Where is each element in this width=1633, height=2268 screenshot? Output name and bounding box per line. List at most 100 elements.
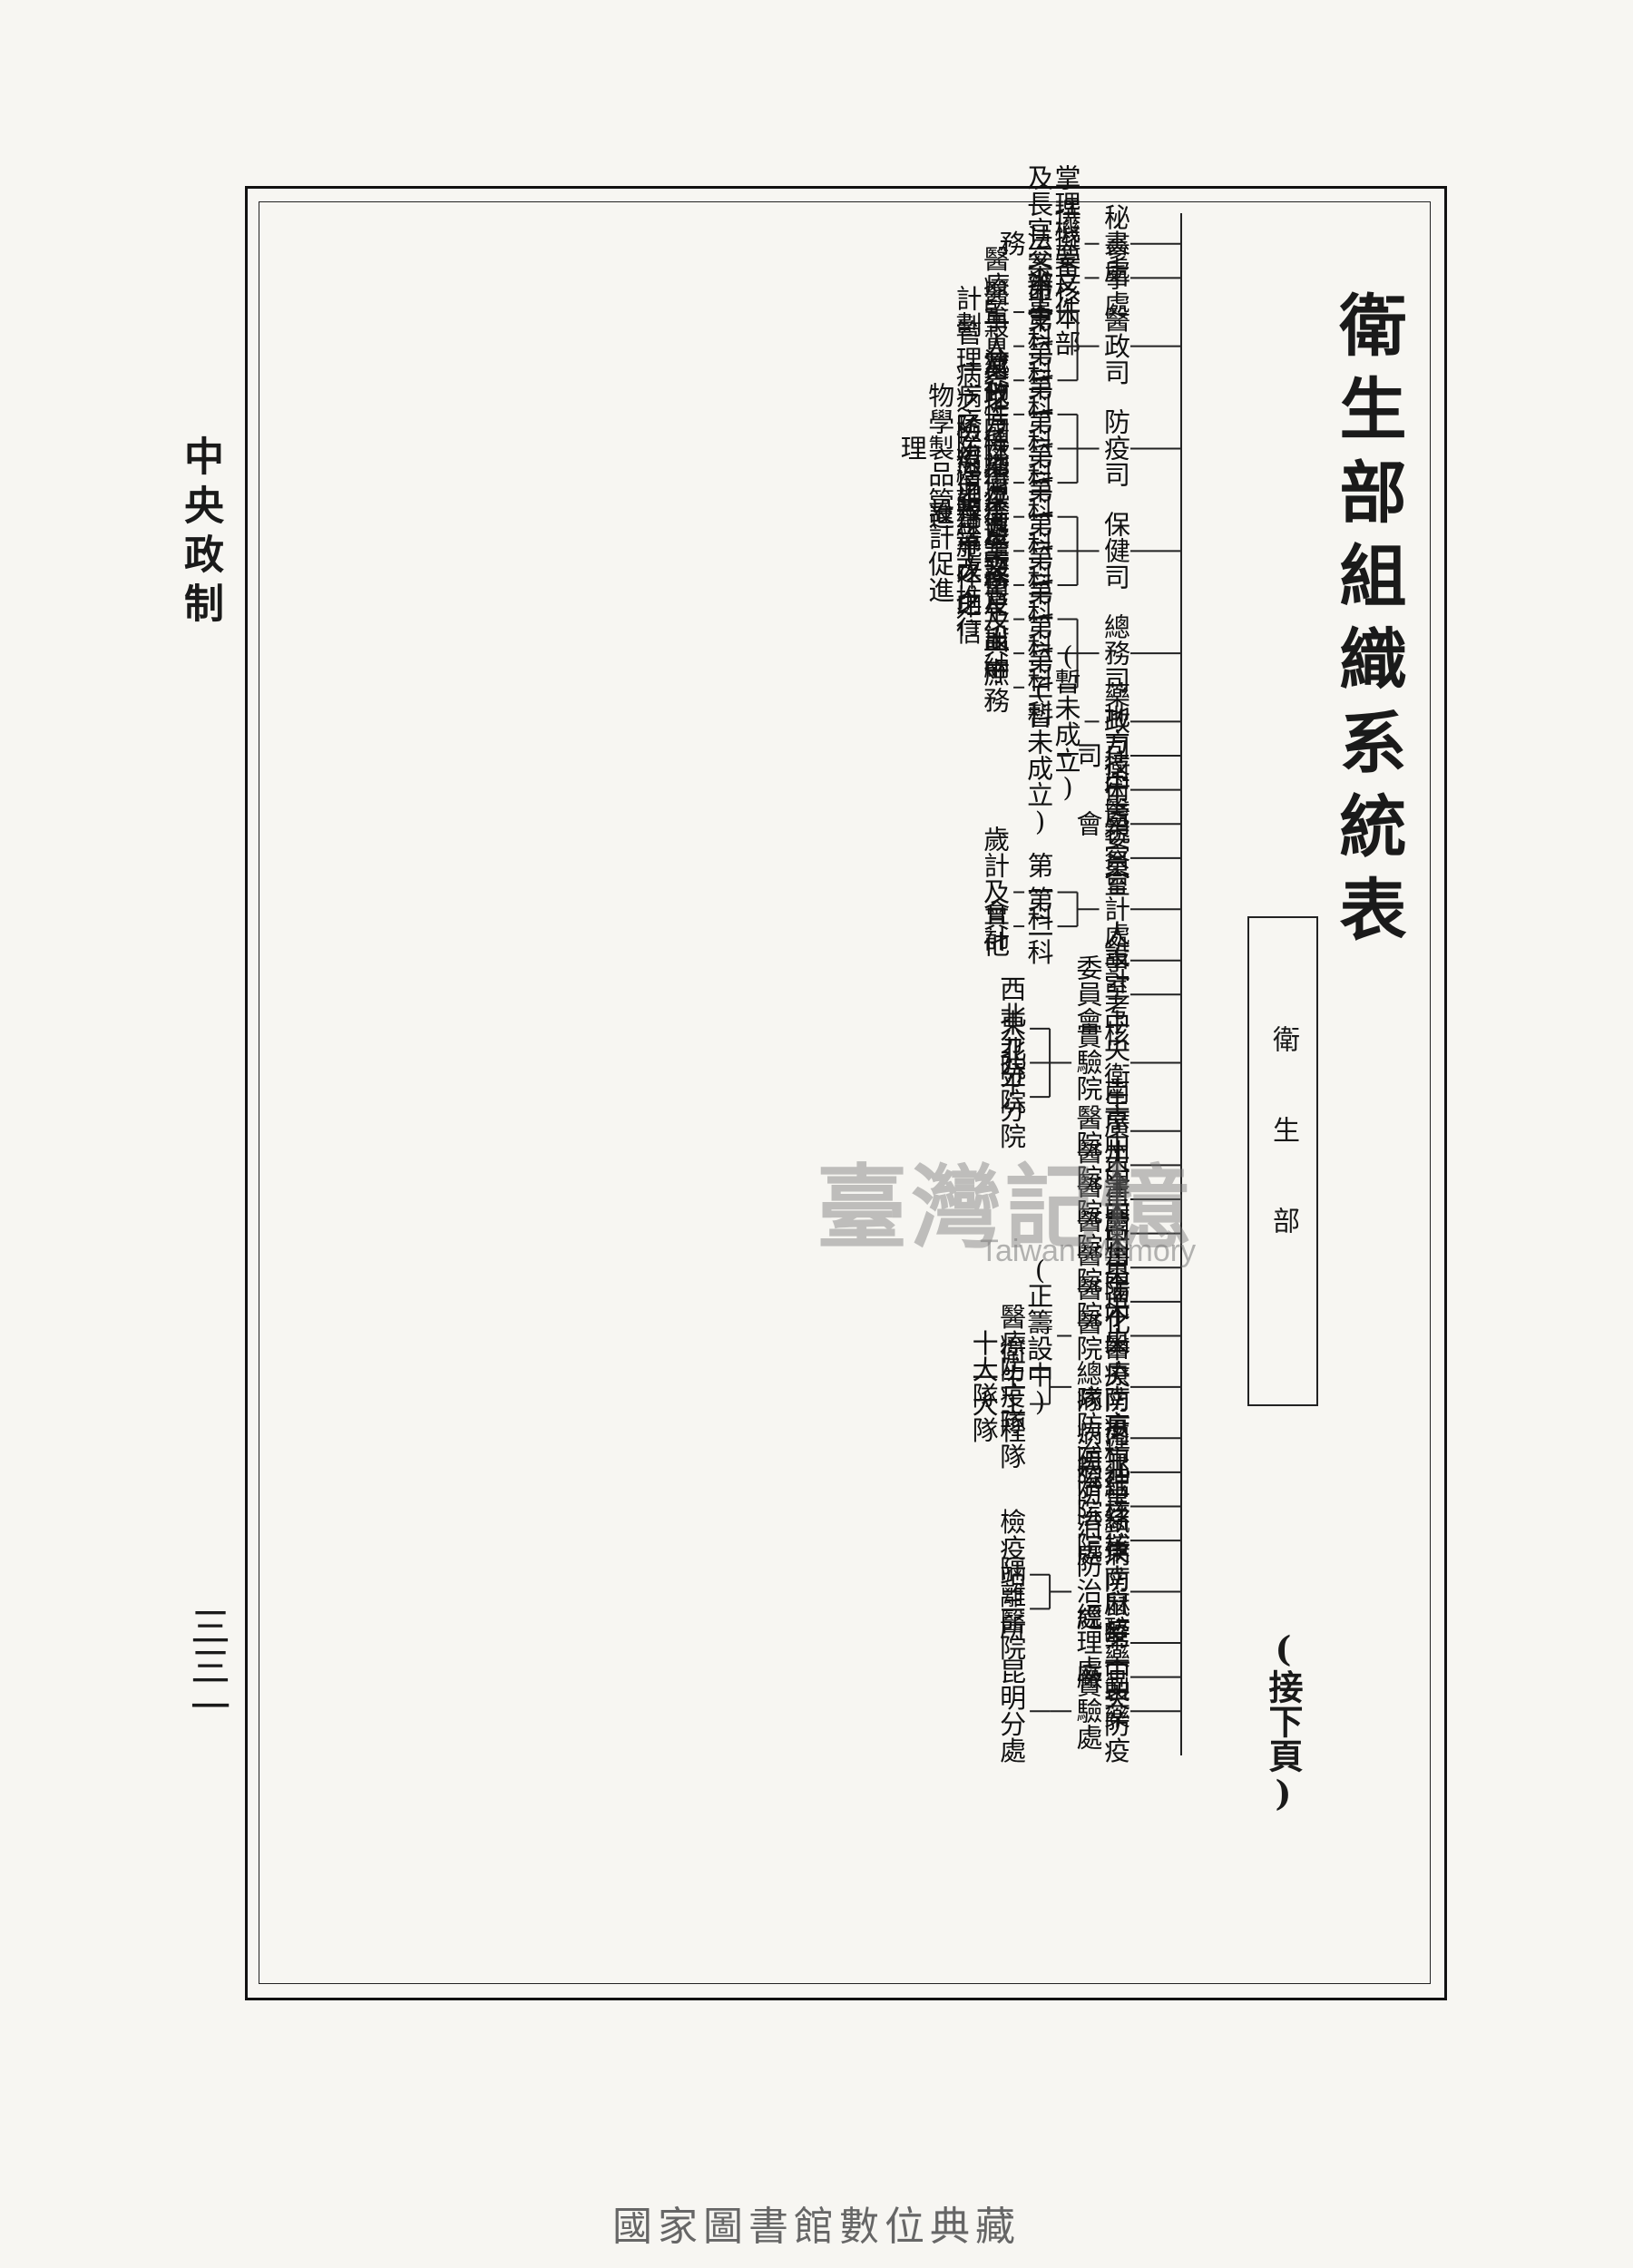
svg-text:北: 北 [1104,1452,1130,1482]
svg-text:治: 治 [1077,1577,1103,1608]
svg-text:進: 進 [928,575,954,606]
svg-text:庶: 庶 [983,659,1010,689]
svg-text:設: 設 [983,554,1010,585]
svg-text:處: 處 [1104,801,1130,832]
branch-name: 藥政司 [1104,680,1130,764]
watermark-han: 臺灣記憶 [816,1154,1194,1261]
outer-frame [245,186,1447,2000]
svg-text:中: 中 [1104,1657,1130,1687]
svg-text:交: 交 [1027,241,1053,272]
svg-text:病: 病 [1077,1418,1103,1449]
svg-text:疫: 疫 [1104,1616,1130,1647]
svg-text:疫: 疫 [1104,1412,1130,1442]
svg-text:所: 所 [1000,1612,1026,1643]
sub-name: 第二科 [1028,305,1054,388]
svg-text:及: 及 [983,877,1010,908]
svg-text:傳: 傳 [983,460,1010,491]
svg-text:衛: 衛 [983,502,1010,533]
svg-text:醫: 醫 [1077,1137,1103,1168]
svg-text:理: 理 [1055,189,1081,220]
svg-text:東: 東 [1000,1008,1026,1039]
svg-text:州: 州 [1104,1137,1130,1168]
svg-text:醫: 醫 [1077,1102,1103,1133]
svg-text:處: 處 [1104,920,1130,951]
svg-text:流: 流 [983,347,1010,377]
svg-text:神: 神 [1104,1462,1130,1493]
svg-text:南: 南 [1104,1383,1130,1414]
svg-text:西: 西 [1000,974,1026,1005]
svg-text:檢: 檢 [1000,1507,1026,1538]
svg-text:院: 院 [1077,1163,1103,1194]
svg-text:療: 療 [983,270,1010,301]
page-title: 衛生部組織系統表 [1328,290,1406,958]
svg-text:書: 書 [983,578,1010,609]
svg-text:中: 中 [1104,1129,1130,1159]
svg-text:(: ( [1035,675,1045,706]
svg-text:北: 北 [1000,1034,1026,1065]
svg-text:醫: 醫 [1077,1273,1103,1304]
svg-text:歲: 歲 [983,825,1010,855]
svg-text:秘: 秘 [1104,202,1130,233]
svg-text:科: 科 [1028,494,1054,524]
svg-text:藥: 藥 [983,352,1010,383]
svg-text:南: 南 [1104,1418,1130,1449]
svg-text:二: 二 [1028,911,1054,942]
svg-text:醫: 醫 [1077,1307,1103,1338]
svg-text:第: 第 [1104,1622,1130,1653]
svg-text:他: 他 [983,930,1010,961]
svg-text:會: 會 [1077,1005,1103,1036]
svg-text:(: ( [1035,1255,1045,1286]
svg-text:視: 視 [1104,816,1130,847]
svg-text:性: 性 [983,399,1010,430]
svg-text:第: 第 [1028,851,1054,882]
branch-name: 參事處 [1104,237,1130,320]
svg-text:中: 中 [1104,1231,1130,1262]
svg-text:十: 十 [973,1328,999,1359]
svg-text:明: 明 [1000,1683,1026,1714]
svg-text:第: 第 [1028,646,1054,677]
svg-text:務: 務 [983,685,1010,716]
svg-text:治: 治 [1077,1512,1103,1543]
sub-duty: 藥政 [983,352,1010,409]
svg-text:案: 案 [1027,249,1053,280]
svg-text:病: 病 [1077,1452,1103,1482]
svg-text:南: 南 [1104,1076,1130,1107]
svg-text:命: 命 [1027,276,1053,307]
svg-text:三: 三 [1028,467,1054,498]
svg-text:大: 大 [973,1389,999,1420]
sub-name: 第一科 [1028,373,1054,456]
svg-text:防: 防 [1104,1709,1130,1740]
svg-text:室: 室 [1104,972,1130,1002]
svg-text:): ) [1035,807,1045,837]
svg-text:院: 院 [1077,1129,1103,1159]
svg-text:院: 院 [1077,1198,1103,1228]
svg-text:昆: 昆 [1000,1657,1026,1687]
svg-text:科: 科 [1028,323,1054,354]
svg-text:院: 院 [1000,1053,1026,1084]
svg-text:核: 核 [1104,1019,1130,1050]
svg-text:務: 務 [1104,638,1130,669]
svg-text:疫: 疫 [1000,1381,1026,1412]
svg-text:平: 平 [1000,1069,1026,1100]
svg-text:理: 理 [1077,1628,1103,1658]
svg-text:中: 中 [1104,769,1130,800]
branch-name: 總務司 [1104,611,1130,695]
svg-text:守: 守 [983,657,1010,688]
svg-text:院: 院 [1077,1299,1103,1330]
svg-text:及: 及 [983,349,1010,380]
svg-text:醫: 醫 [1077,1205,1103,1236]
svg-text:三: 三 [1028,365,1054,396]
svg-text:業: 業 [983,535,1010,566]
svg-text:中: 中 [1104,1008,1130,1039]
sub-name: 第二科 [1028,885,1054,968]
svg-text:治: 治 [1077,1471,1103,1501]
svg-text:暫: 暫 [1027,701,1053,732]
svg-text:院: 院 [1000,1087,1026,1118]
